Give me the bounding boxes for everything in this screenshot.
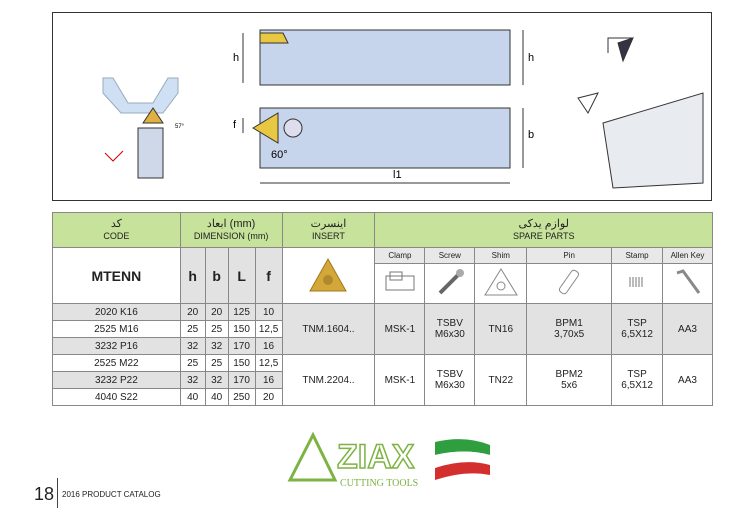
shim-cell: TN22 — [474, 354, 528, 406]
footer-divider — [57, 478, 58, 508]
cell-f: 12,5 — [254, 354, 283, 372]
col-L: L — [227, 247, 256, 304]
cell-b: 20 — [204, 303, 229, 321]
row-code: 3232 P22 — [52, 371, 181, 389]
allen-cell: AA3 — [662, 354, 713, 406]
clamp-cell: MSK-1 — [374, 354, 426, 406]
page-number: 18 — [34, 484, 55, 504]
cell-f: 20 — [254, 388, 283, 406]
insert-cell: TNM.2204.. — [281, 354, 376, 406]
dimension-header: ابعاد (mm)DIMENSION (mm) — [179, 212, 283, 248]
cell-h: 32 — [179, 337, 206, 355]
cell-h: 25 — [179, 354, 206, 372]
svg-text:CUTTING TOOLS: CUTTING TOOLS — [340, 478, 418, 489]
tool-drawing-frame: h h f b l1 60° 57° — [52, 12, 712, 201]
cell-h: 32 — [179, 371, 206, 389]
angle-label: 60° — [271, 149, 288, 161]
cell-f: 16 — [254, 371, 283, 389]
cell-h: 40 — [179, 388, 206, 406]
col-allen-key: Allen Key — [662, 247, 713, 264]
cell-h: 20 — [179, 303, 206, 321]
row-code: 3232 P16 — [52, 337, 181, 355]
col-screw: Screw — [424, 247, 476, 264]
tool-holder-drawing: h h f b l1 60° 57° — [102, 29, 704, 189]
cell-f: 12,5 — [254, 320, 283, 338]
cell-h: 25 — [179, 320, 206, 338]
row-code: 2020 K16 — [52, 303, 181, 321]
screw-icon — [424, 263, 476, 304]
ziax-logo: ZIAX CUTTING TOOLS — [285, 430, 495, 490]
angle-small-label: 57° — [175, 124, 185, 130]
cell-L: 170 — [227, 337, 256, 355]
row-code: 2525 M22 — [52, 354, 181, 372]
cell-L: 150 — [227, 320, 256, 338]
col-pin: Pin — [526, 247, 613, 264]
cell-L: 250 — [227, 388, 256, 406]
cell-L: 125 — [227, 303, 256, 321]
cell-L: 150 — [227, 354, 256, 372]
allen-key-icon — [662, 263, 713, 304]
cell-b: 32 — [204, 337, 229, 355]
col-stamp: Stamp — [611, 247, 663, 264]
cell-b: 40 — [204, 388, 229, 406]
allen-cell: AA3 — [662, 303, 713, 355]
catalog-title: 2016 PRODUCT CATALOG — [62, 490, 161, 499]
cell-b: 32 — [204, 371, 229, 389]
shim-icon — [474, 263, 528, 304]
col-shim: Shim — [474, 247, 528, 264]
col-f: f — [254, 247, 283, 304]
cell-f: 10 — [254, 303, 283, 321]
dim-b-label: b — [528, 129, 534, 141]
cell-b: 25 — [204, 320, 229, 338]
clamp-cell: MSK-1 — [374, 303, 426, 355]
series-name: MTENN — [52, 247, 181, 304]
dim-h-label: h — [233, 52, 239, 64]
row-code: 4040 S22 — [52, 388, 181, 406]
shim-cell: TN16 — [474, 303, 528, 355]
insert-cell: TNM.1604.. — [281, 303, 376, 355]
col-b: b — [204, 247, 229, 304]
clamp-icon — [374, 263, 426, 304]
insert-image — [281, 247, 376, 304]
svg-text:ZIAX: ZIAX — [337, 438, 415, 476]
col-clamp: Clamp — [374, 247, 426, 264]
pin-icon — [526, 263, 613, 304]
cell-f: 16 — [254, 337, 283, 355]
cell-b: 25 — [204, 354, 229, 372]
col-h: h — [179, 247, 206, 304]
row-code: 2525 M16 — [52, 320, 181, 338]
dim-l1-label: l1 — [393, 169, 402, 181]
dim-f-label: f — [233, 119, 237, 131]
stamp-icon — [611, 263, 663, 304]
cell-L: 170 — [227, 371, 256, 389]
dim-h-label-right: h — [528, 52, 534, 64]
